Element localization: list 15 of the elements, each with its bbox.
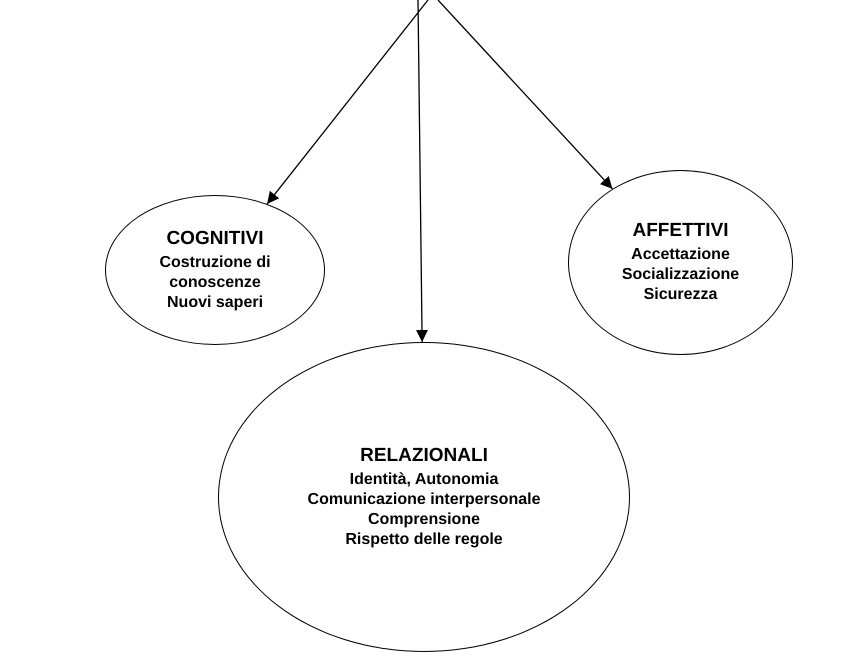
arrow [416, 0, 428, 342]
list-item: Costruzione di conoscenze [158, 252, 272, 292]
list-item: Comunicazione interpersonale [308, 490, 540, 510]
list-item: Identità, Autonomia [350, 470, 498, 490]
category-title: COGNITIVI [166, 228, 264, 250]
category-title: AFFETTIVI [632, 220, 729, 242]
list-item: Comprensione [368, 510, 480, 530]
list-item: Accettazione [631, 245, 730, 265]
list-item: Socializzazione [622, 265, 740, 285]
list-item: Sicurezza [644, 285, 718, 305]
category-title: RELAZIONALI [360, 444, 488, 466]
arrow [266, 0, 428, 204]
list-item: Nuovi saperi [166, 292, 264, 312]
list-item: Rispetto delle regole [345, 530, 503, 550]
arrow [438, 0, 613, 190]
